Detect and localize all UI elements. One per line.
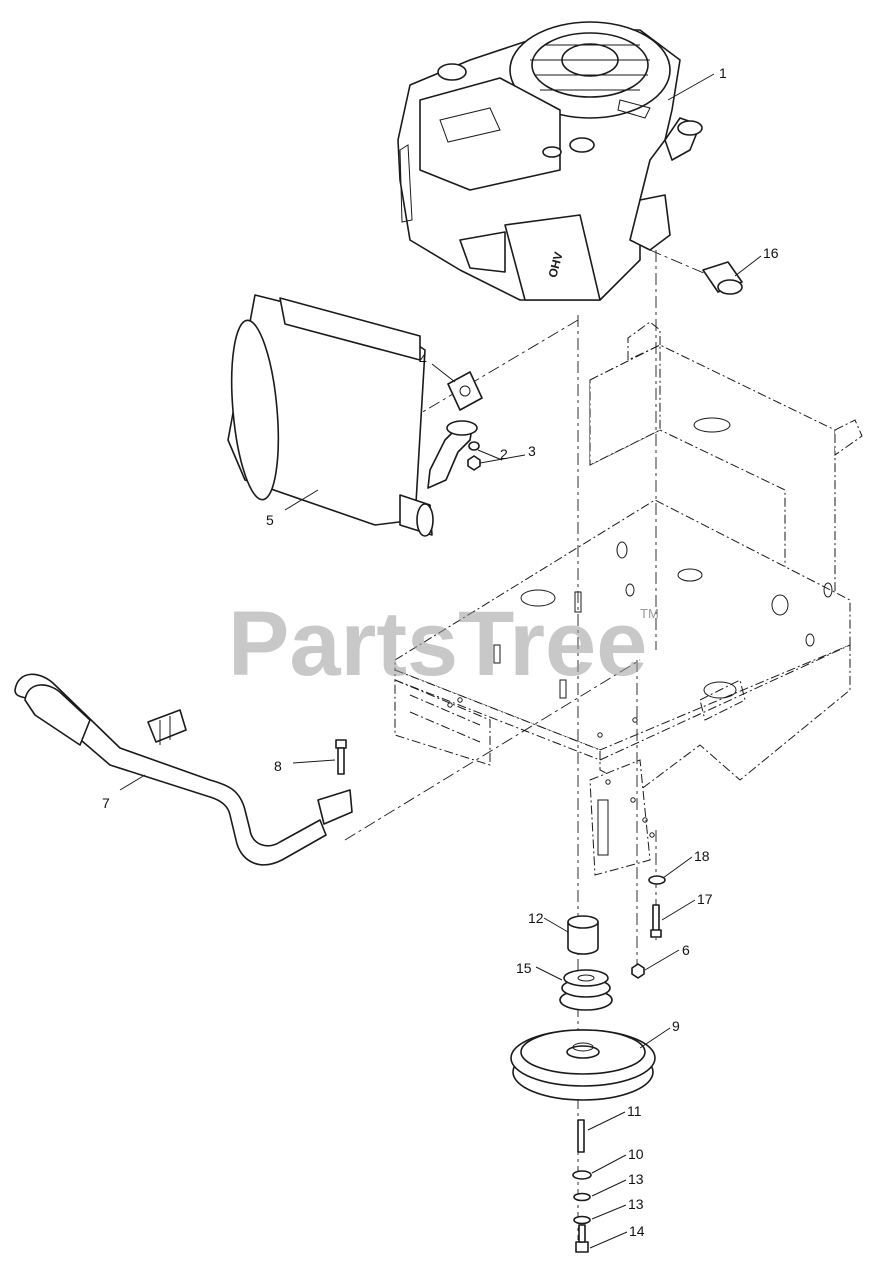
- callout-8: 8: [274, 758, 282, 774]
- watermark-trademark: TM: [640, 606, 659, 621]
- callout-6: 6: [682, 942, 690, 958]
- callouts: 1 2 3 4 5 6 7 8 9 10 11 12 13 13 14 15 1…: [102, 65, 779, 1239]
- callout-13-a: 13: [628, 1171, 644, 1187]
- part-10-washer: [572, 1170, 592, 1180]
- part-13-washer-b: [573, 1215, 591, 1225]
- callout-4: 4: [419, 351, 427, 367]
- callout-16: 16: [763, 245, 779, 261]
- part-15-pulley: [559, 969, 613, 1011]
- watermark-text: PartsTree: [228, 593, 647, 695]
- callout-9: 9: [672, 1018, 680, 1034]
- part-14-bolt: [575, 1224, 589, 1253]
- part-7-handle: [14, 673, 353, 866]
- part-9-pulley: [510, 1029, 656, 1101]
- part-18-washer: [648, 875, 666, 885]
- callout-3: 3: [528, 443, 536, 459]
- callout-17: 17: [697, 891, 713, 907]
- callout-14: 14: [629, 1223, 645, 1239]
- part-3-nut: [467, 455, 481, 471]
- part-5-muffler: [227, 294, 478, 537]
- watermark: PartsTree TM: [228, 593, 659, 695]
- callout-18: 18: [694, 848, 710, 864]
- part-2-washer: [468, 441, 480, 451]
- engine-ohv-label: OHV: [545, 250, 565, 279]
- callout-12: 12: [528, 910, 544, 926]
- callout-5: 5: [266, 512, 274, 528]
- part-6-nut: [631, 963, 645, 979]
- part-17-bolt: [650, 904, 662, 938]
- part-13-washer-a: [573, 1192, 591, 1202]
- callout-15: 15: [516, 960, 532, 976]
- callout-1: 1: [719, 65, 727, 81]
- callout-10: 10: [628, 1146, 644, 1162]
- callout-7: 7: [102, 795, 110, 811]
- callout-leaders: [119, 73, 762, 1249]
- part-11-pin: [577, 1119, 585, 1153]
- part-4-gasket: [447, 371, 483, 411]
- engine: OHV: [397, 21, 703, 301]
- callout-2: 2: [500, 446, 508, 462]
- callout-11: 11: [627, 1103, 642, 1119]
- part-12-spacer: [567, 915, 599, 955]
- part-8-bolt: [335, 739, 347, 775]
- part-16-fitting: [702, 261, 743, 295]
- callout-13-b: 13: [628, 1196, 644, 1212]
- frame-phantom: [394, 321, 863, 876]
